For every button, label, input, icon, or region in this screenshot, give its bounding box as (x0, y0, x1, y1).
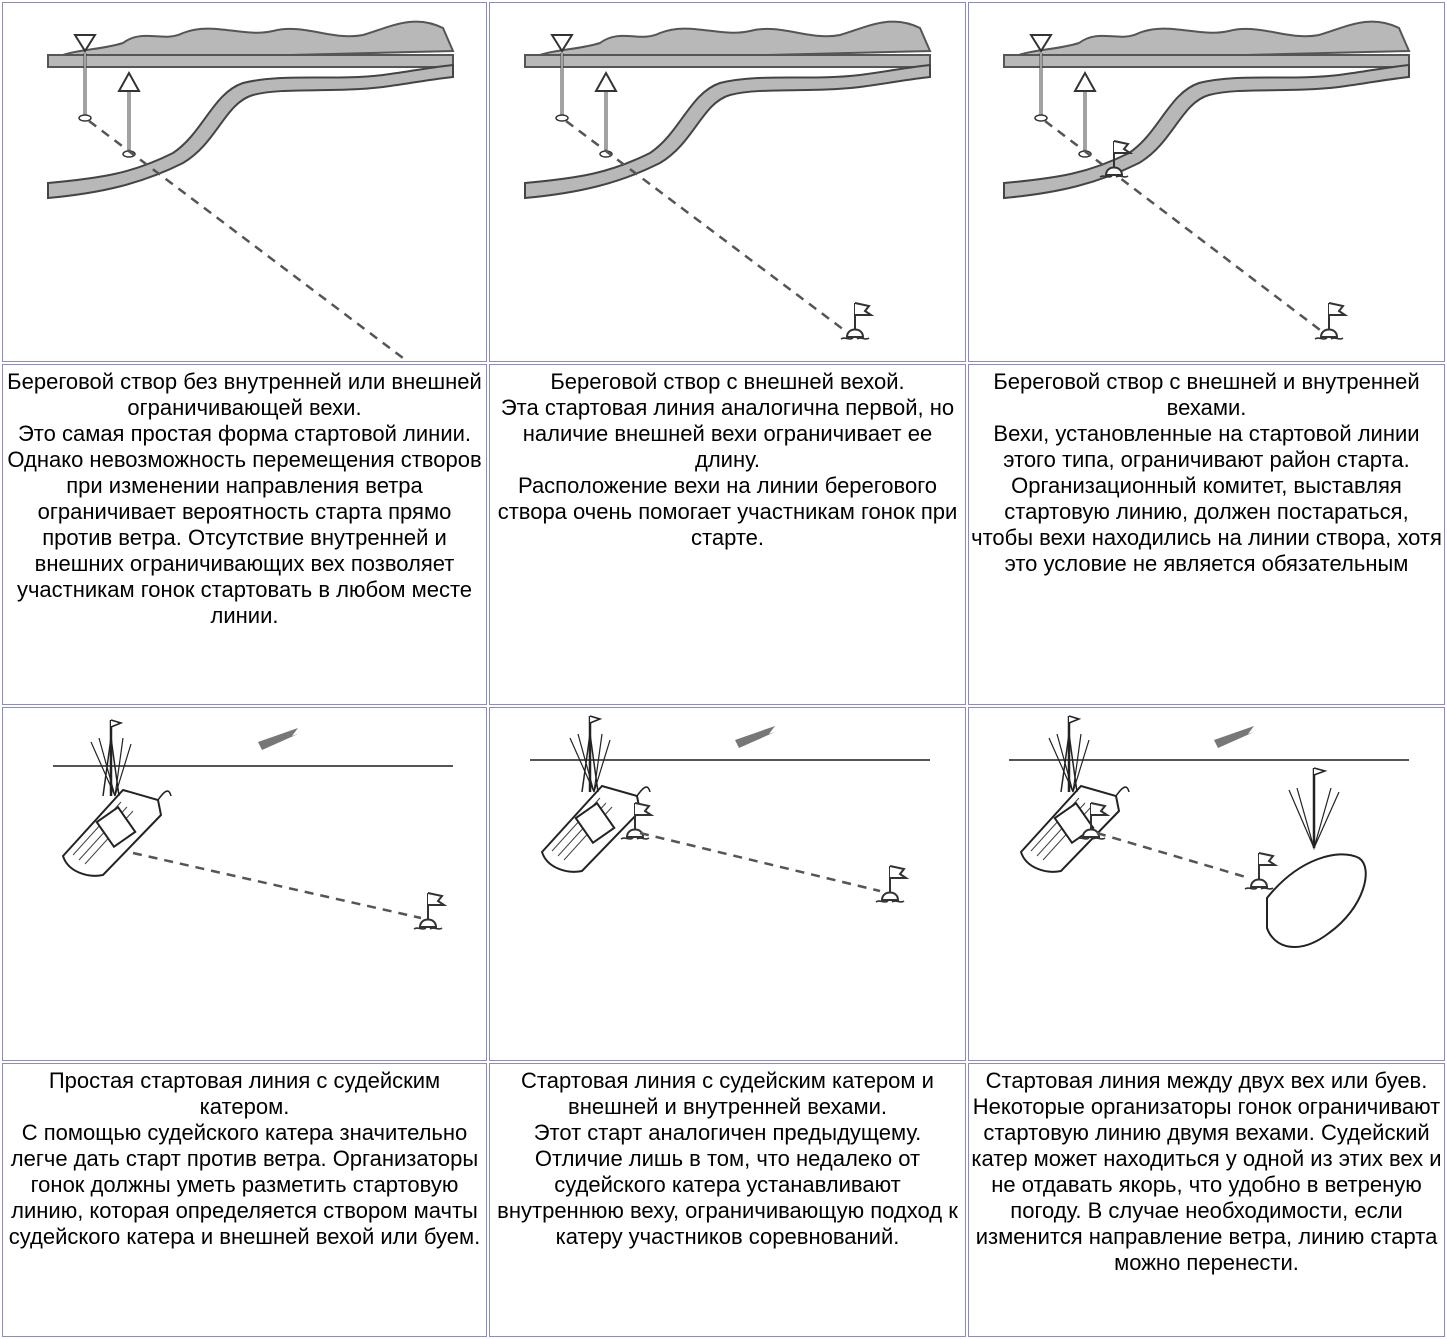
caption-title: Береговой створ с внешней вехой. (550, 369, 905, 394)
caption-committee-boat-two-marks: Стартовая линия с судейским катером и вн… (489, 1062, 966, 1337)
illustration-committee-boat-simple (2, 706, 487, 1061)
caption-committee-boat-simple: Простая стартовая линия с судейским кате… (2, 1062, 487, 1337)
caption-shore-range-no-marks: Береговой створ без внутренней или внешн… (2, 364, 487, 705)
caption-title: Простая стартовая линия с судейским кате… (48, 1067, 441, 1119)
caption-title: Береговой створ без внутренней или внешн… (7, 369, 482, 420)
caption-body: Это самая простая форма стартовой линии.… (7, 421, 482, 628)
caption-two-marks-or-buoys: Стартовая линия между двух вех или буев.… (968, 1062, 1445, 1337)
caption-shore-range-outer-inner-marks: Береговой створ с внешней и внутренней в… (968, 364, 1445, 705)
caption-body-2: Расположение вехи на линии берегового ст… (497, 473, 958, 550)
caption-body: Эта стартовая линия аналогична первой, н… (500, 395, 955, 472)
illustration-two-marks-or-buoys (968, 706, 1445, 1061)
caption-body: С помощью судейского катера значительно … (8, 1119, 481, 1249)
caption-title: Стартовая линия с судейским катером и вн… (521, 1067, 934, 1119)
caption-shore-range-outer-mark: Береговой створ с внешней вехой. Эта ста… (489, 364, 966, 705)
illustration-shore-range-outer-inner-marks (968, 2, 1445, 362)
caption-title: Стартовая линия между двух вех или буев. (985, 1067, 1428, 1093)
caption-body: Этот старт аналогичен предыдущему. Отлич… (497, 1119, 958, 1249)
illustration-committee-boat-two-marks (489, 706, 966, 1061)
caption-title: Береговой створ с внешней и внутренней в… (993, 369, 1420, 420)
caption-body: Вехи, установленные на стартовой линии э… (971, 421, 1442, 576)
caption-body: Некоторые организаторы гонок ограничиваю… (971, 1093, 1442, 1275)
illustration-shore-range-no-marks (2, 2, 487, 362)
illustration-shore-range-outer-mark (489, 2, 966, 362)
